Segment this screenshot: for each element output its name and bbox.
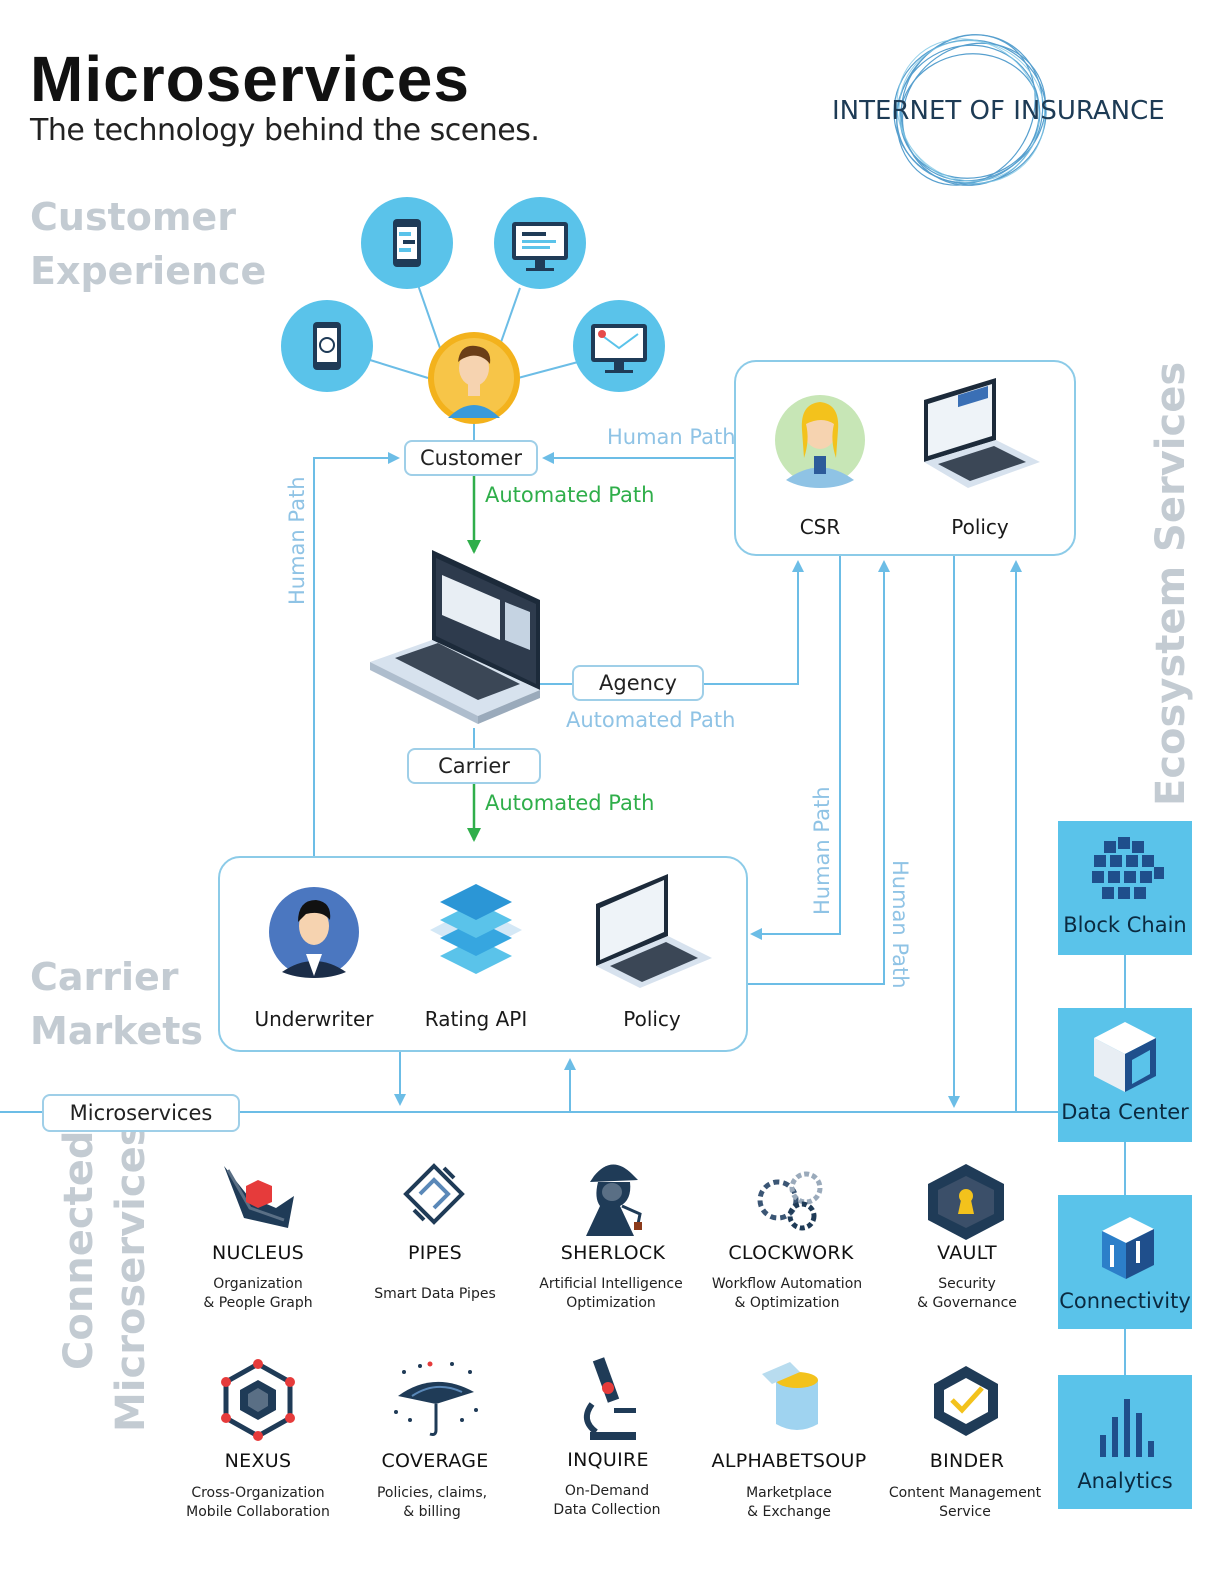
analytics-tile[interactable]: Analytics	[1058, 1375, 1192, 1509]
agency-laptop-icon	[370, 550, 540, 724]
detective-icon	[586, 1164, 642, 1236]
desc-line: Artificial Intelligence	[539, 1276, 683, 1292]
desc-line: Cross-Organization	[191, 1485, 325, 1501]
umbrella-icon	[394, 1361, 478, 1436]
automated-path-label: Automated Path	[485, 483, 655, 507]
block-chain-tile[interactable]: Block Chain	[1058, 821, 1192, 955]
desc-line: & Optimization	[734, 1295, 840, 1311]
desc-line: On-Demand	[564, 1483, 650, 1499]
policy-laptop-icon	[924, 378, 1040, 488]
inquire-name: INQUIRE	[567, 1449, 649, 1471]
microservices-bus-node[interactable]: Microservices	[42, 1094, 240, 1132]
data-center-label: Data Center	[1061, 1100, 1189, 1124]
section-carrier-markets: Carrier Markets	[30, 950, 203, 1058]
desc-line: Marketplace	[746, 1485, 832, 1501]
clockwork-name: CLOCKWORK	[728, 1242, 854, 1264]
csr-avatar-icon	[775, 395, 865, 488]
gears-icon	[757, 1171, 823, 1231]
analytics-label: Analytics	[1077, 1469, 1173, 1493]
desc-line: & People Graph	[203, 1295, 313, 1311]
binder-check-icon	[934, 1366, 998, 1436]
nexus-icon	[221, 1359, 295, 1441]
alphabetsoup-desc: Marketplace & Exchange	[704, 1484, 874, 1522]
pipes-name: PIPES	[407, 1242, 463, 1264]
customer-channels	[281, 197, 665, 424]
page-title: Microservices	[30, 43, 470, 115]
coverage-desc: Policies, claims, & billing	[347, 1484, 517, 1522]
carrier-node[interactable]: Carrier	[407, 748, 541, 784]
section-line: Customer	[30, 195, 236, 239]
nucleus-desc: Organization & People Graph	[173, 1275, 343, 1313]
bar-chart-icon	[1100, 1399, 1154, 1457]
desc-line: Mobile Collaboration	[186, 1504, 330, 1520]
policy-label: Policy	[623, 1007, 681, 1031]
section-line: Carrier	[30, 955, 179, 999]
server-cube-icon	[1094, 1022, 1156, 1092]
pipes-icon	[403, 1163, 465, 1225]
rating-api-label: Rating API	[424, 1007, 528, 1031]
connectivity-label: Connectivity	[1059, 1289, 1191, 1313]
desc-line: Data Collection	[553, 1502, 661, 1518]
binder-name: BINDER	[929, 1450, 1005, 1472]
human-path-label: Human Path	[607, 425, 736, 449]
customer-node[interactable]: Customer	[404, 440, 538, 476]
desc-line: Smart Data Pipes	[374, 1286, 496, 1302]
nucleus-icon	[224, 1166, 294, 1228]
soup-can-icon	[762, 1362, 818, 1430]
sherlock-name: SHERLOCK	[560, 1242, 666, 1264]
email-monitor-icon	[573, 300, 665, 392]
desktop-monitor-icon	[494, 197, 586, 289]
nexus-name: NEXUS	[224, 1450, 292, 1472]
vault-desc: Security & Governance	[882, 1275, 1052, 1313]
desc-line: Optimization	[566, 1295, 656, 1311]
connectivity-tile[interactable]: Connectivity	[1058, 1195, 1192, 1329]
vault-name: VAULT	[937, 1242, 997, 1264]
csr-label: CSR	[799, 515, 841, 539]
building-blocks-icon	[1102, 1217, 1154, 1279]
clockwork-desc: Workflow Automation & Optimization	[702, 1275, 872, 1313]
brand-name: INTERNET OF INSURANCE	[832, 96, 1165, 126]
underwriter-label: Underwriter	[254, 1007, 374, 1031]
mobile-chat-icon	[361, 197, 453, 289]
keyhole-icon	[928, 1164, 1004, 1240]
automated-path-label: Automated Path	[485, 791, 655, 815]
nucleus-name: NUCLEUS	[211, 1242, 305, 1264]
alphabetsoup-name: ALPHABETSOUP	[711, 1450, 867, 1472]
section-line: Markets	[30, 1009, 204, 1053]
page-subtitle: The technology behind the scenes.	[30, 113, 540, 148]
pipes-desc: Smart Data Pipes	[350, 1285, 520, 1304]
policy-laptop-icon	[596, 874, 712, 988]
desc-line: Security	[938, 1276, 996, 1292]
desc-line: Organization	[213, 1276, 303, 1292]
human-path-label: Human Path	[888, 860, 912, 989]
microscope-icon	[583, 1357, 636, 1440]
agency-node[interactable]: Agency	[572, 665, 704, 701]
coverage-name: COVERAGE	[381, 1450, 489, 1472]
data-center-tile[interactable]: Data Center	[1058, 1008, 1192, 1142]
desc-line: & Governance	[917, 1295, 1017, 1311]
desc-line: Content Management	[888, 1485, 1042, 1501]
underwriter-avatar-icon	[269, 887, 359, 978]
desc-line: & Exchange	[747, 1504, 831, 1520]
desc-line: Workflow Automation	[711, 1276, 863, 1292]
desc-line: Service	[939, 1504, 991, 1520]
cube-cluster-icon	[1092, 837, 1164, 899]
desc-line: Policies, claims,	[376, 1485, 488, 1501]
brand-logo-rings-icon	[893, 34, 1047, 186]
desc-line: & billing	[403, 1504, 461, 1520]
phone-call-icon	[281, 300, 373, 392]
block-chain-label: Block Chain	[1063, 913, 1187, 937]
automated-path-label: Automated Path	[566, 708, 736, 732]
policy-label: Policy	[951, 515, 1009, 539]
section-customer-experience: Customer Experience	[30, 190, 266, 298]
section-line: Experience	[30, 249, 267, 293]
rating-api-stack-icon	[430, 884, 522, 974]
customer-avatar-icon	[428, 332, 520, 424]
